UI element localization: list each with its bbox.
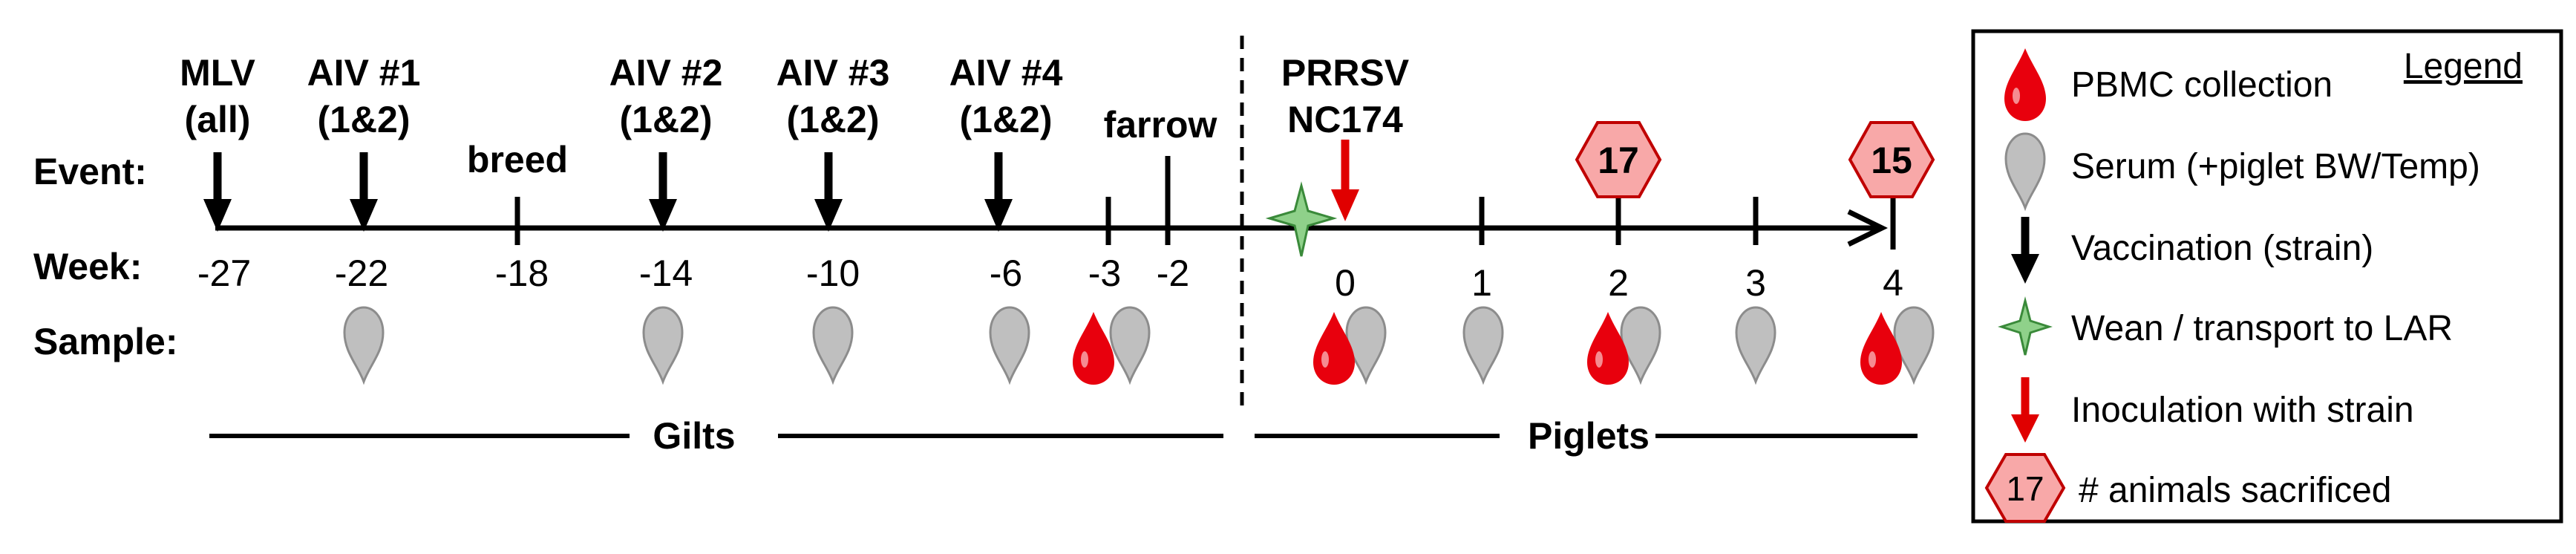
event-label-breed: breed [467,139,568,180]
event-sublabel-aiv1: (1&2) [317,99,410,140]
legend-label-vaccination: Vaccination (strain) [2071,229,2373,268]
wean-transport-star-icon [1265,181,1338,257]
event-label-aiv2: AIV #2 [609,52,723,94]
vaccination-arrow-aiv1 [350,152,378,232]
sacrifice-hexagon-week-4: 15 [1848,121,1935,198]
week-label: -14 [639,252,693,294]
legend-hexagon-badge: 17 [2006,469,2044,508]
week-label: 1 [1471,262,1492,304]
event-label-mlv: MLV [180,52,255,94]
event-sublabel-aiv4: (1&2) [959,99,1052,140]
week-label: -6 [990,252,1022,294]
legend-title: Legend [2404,47,2523,86]
blood-drop-icon [1073,312,1114,385]
serum-drop-icon [1109,306,1151,383]
inoculation-arrow [1331,140,1359,221]
event-label-prrsv: PRRSV [1281,52,1410,94]
serum-drop-icon [642,306,684,383]
week-label: 3 [1745,262,1766,304]
timeline-arrowhead [1847,209,1888,247]
legend-label-serum: Serum (+piglet BW/Temp) [2071,147,2480,186]
legend-label-wean: Wean / transport to LAR [2071,309,2453,348]
serum-drop-icon [1735,306,1776,383]
serum-drop-icon [812,306,854,383]
week-row-label: Week: [33,246,142,287]
week-label: -10 [806,252,860,294]
vaccination-arrow-aiv3 [814,152,843,232]
serum-drop-icon [989,306,1030,383]
sacrifice-count-week-4: 15 [1871,140,1912,181]
event-label-aiv1: AIV #1 [307,52,421,94]
event-sublabel-prrsv: NC174 [1287,99,1403,140]
legend-label-inoculation: Inoculation with strain [2071,391,2414,430]
event-sublabel-aiv3: (1&2) [786,99,879,140]
week-label: -22 [335,252,388,294]
event-label-aiv4: AIV #4 [949,52,1063,94]
event-label-farrow: farrow [1104,104,1217,146]
legend-label-sacrificed: # animals sacrificed [2079,471,2392,510]
piglets-group-label: Piglets [1528,415,1650,457]
sample-row-label: Sample: [33,321,178,362]
event-sublabel-aiv2: (1&2) [619,99,712,140]
week-label: -18 [495,252,549,294]
event-row-label: Event: [33,151,147,192]
serum-drop-icon [343,306,385,383]
event-sublabel-mlv: (all) [185,99,251,140]
legend: Legend PBMC collection Serum (+piglet BW… [1971,29,2563,524]
week-label: 0 [1335,262,1356,304]
week-label: -27 [197,252,251,294]
gilts-group-label: Gilts [653,415,735,457]
legend-red-arrow-icon [2011,377,2039,443]
legend-black-arrow-icon [2011,217,2039,284]
vaccination-arrow-aiv4 [984,152,1013,232]
legend-hexagon-icon: 17 [1984,453,2066,523]
vaccination-arrow-aiv2 [649,152,677,232]
legend-green-star-icon [1998,296,2053,356]
legend-label-pbmc: PBMC collection [2071,65,2333,105]
week-label: 2 [1608,262,1629,304]
sacrifice-hexagon-week-2: 17 [1575,121,1662,198]
legend-box [1971,29,2563,524]
vaccination-arrow-mlv [203,152,232,232]
sacrifice-count-week-2: 17 [1598,140,1639,181]
event-label-aiv3: AIV #3 [777,52,890,94]
week-label: -3 [1088,252,1121,294]
week-label: 4 [1883,262,1903,304]
serum-drop-icon [1462,306,1504,383]
week-label: -2 [1157,252,1189,294]
